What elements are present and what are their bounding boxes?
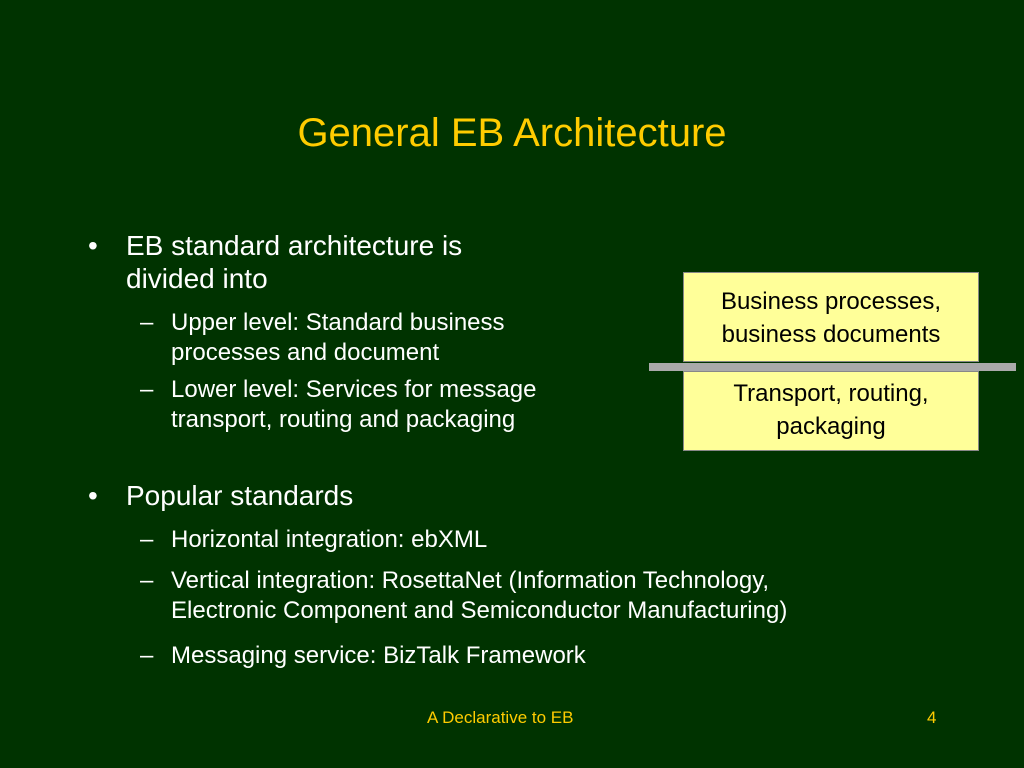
- bullet-popular-standards: • Popular standards: [88, 479, 608, 512]
- bullet-architecture: • EB standard architecture is divided in…: [88, 229, 608, 295]
- upper-layer-box: Business processes, business documents: [683, 272, 979, 362]
- lower-layer-line: packaging: [776, 413, 886, 440]
- dash-mark: –: [140, 526, 154, 553]
- dash-mark: –: [140, 309, 154, 336]
- lower-layer-box: Transport, routing, packaging: [683, 371, 979, 451]
- sub-bullet-line: Messaging service: BizTalk Framework: [171, 642, 586, 669]
- sub-bullet-line: Vertical integration: RosettaNet (Inform…: [171, 567, 770, 594]
- sub-bullet-line: Horizontal integration: ebXML: [171, 526, 488, 553]
- sub-bullet-upper-level: – Upper level: Standard business process…: [140, 308, 620, 368]
- sub-bullet-line: transport, routing and packaging: [171, 406, 516, 433]
- sub-bullet-line: processes and document: [171, 339, 440, 366]
- lower-layer-line: Transport, routing,: [733, 380, 929, 407]
- bullet-mark: •: [88, 230, 98, 261]
- sub-bullet-line: Electronic Component and Semiconductor M…: [171, 597, 788, 624]
- sub-bullet-vertical: – Vertical integration: RosettaNet (Info…: [140, 566, 940, 626]
- bullet-line: EB standard architecture is: [126, 230, 463, 261]
- slide-title: General EB Architecture: [297, 111, 727, 155]
- page-number: 4: [927, 708, 937, 727]
- sub-bullet-horizontal: – Horizontal integration: ebXML: [140, 525, 840, 555]
- sub-bullet-lower-level: – Lower level: Services for message tran…: [140, 375, 640, 435]
- sub-bullet-line: Upper level: Standard business: [171, 309, 505, 336]
- footer-caption: A Declarative to EB: [427, 708, 574, 727]
- dash-mark: –: [140, 376, 154, 403]
- upper-layer-line: Business processes,: [720, 288, 942, 315]
- dash-mark: –: [140, 567, 154, 594]
- layer-divider-line: [649, 363, 1016, 371]
- bullet-line: divided into: [126, 263, 268, 294]
- sub-bullet-messaging: – Messaging service: BizTalk Framework: [140, 641, 840, 671]
- upper-layer-line: business documents: [721, 321, 941, 348]
- bullet-mark: •: [88, 480, 98, 511]
- dash-mark: –: [140, 642, 154, 669]
- sub-bullet-line: Lower level: Services for message: [171, 376, 537, 403]
- bullet-line: Popular standards: [126, 480, 354, 511]
